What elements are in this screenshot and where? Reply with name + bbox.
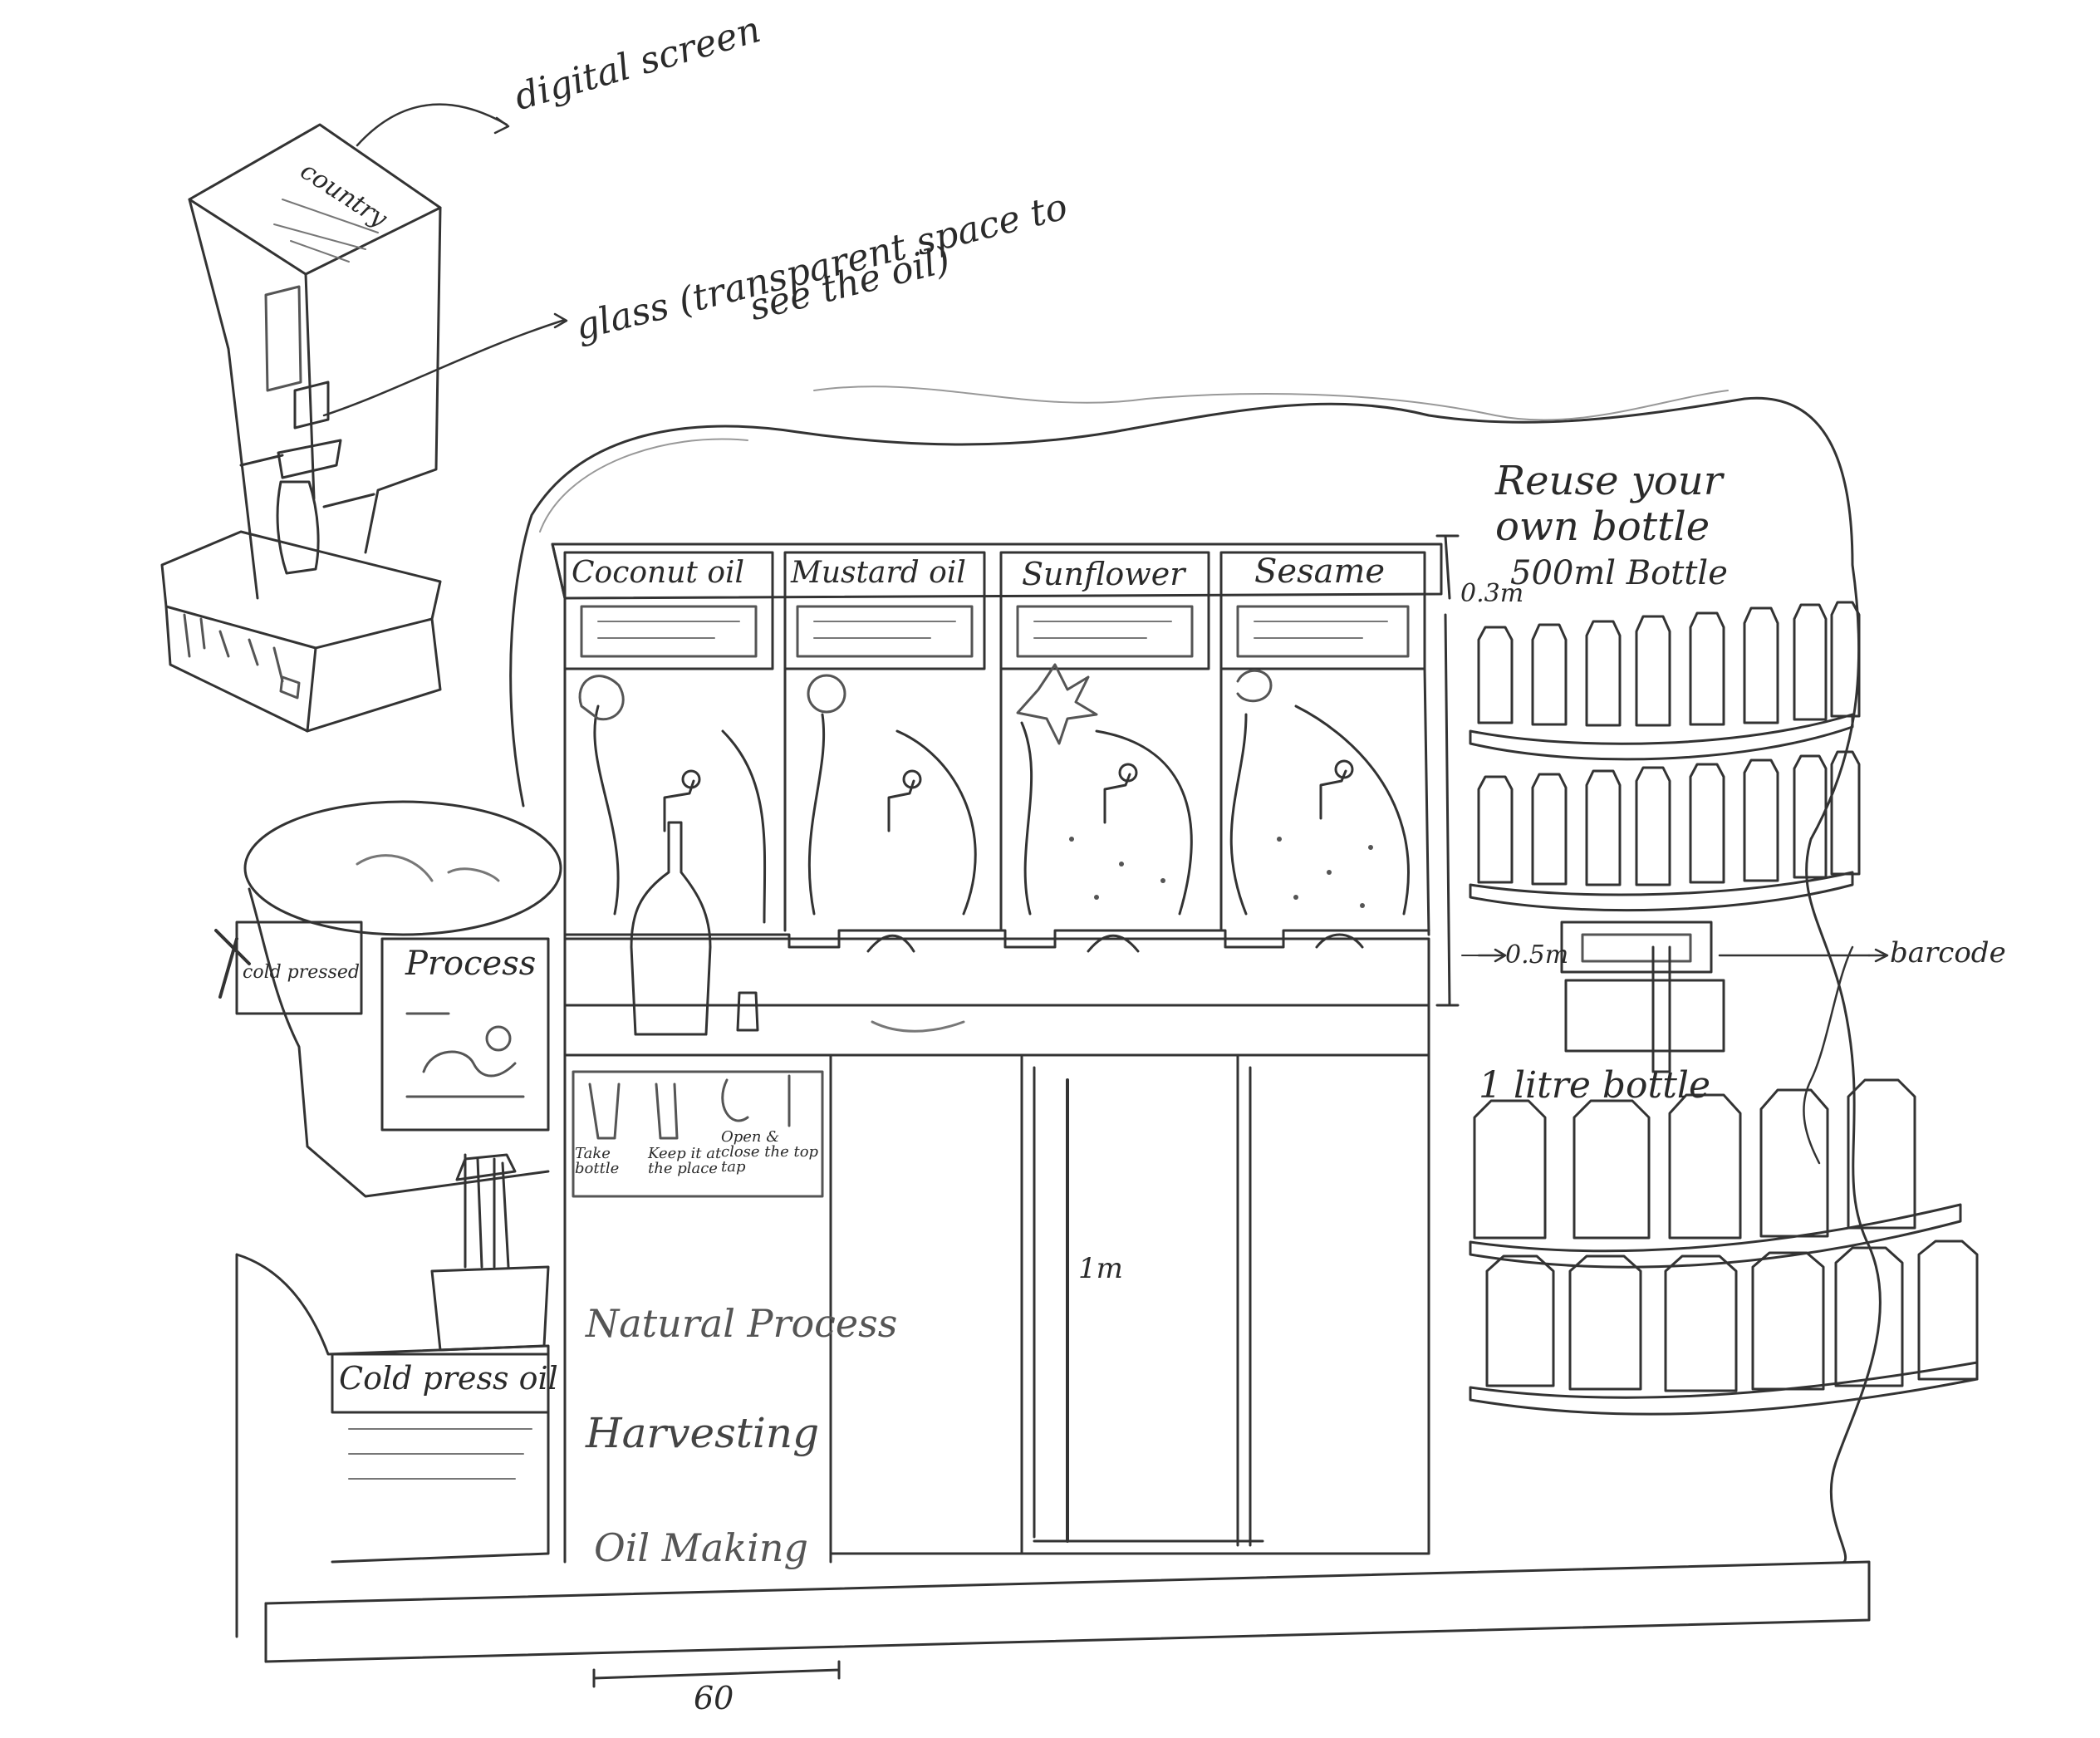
barcode-label: barcode [1890, 939, 2006, 967]
process-board-label: Process [405, 947, 536, 980]
harvesting-label: Harvesting [586, 1412, 819, 1454]
station-label-sesame: Sesame [1254, 555, 1385, 588]
oil-making-label: Oil Making [594, 1529, 808, 1567]
step-3-label: Open & close the top tap [721, 1130, 821, 1175]
main-counter [266, 544, 1869, 1686]
bottle-1l-label: 1 litre bottle [1479, 1068, 1710, 1104]
cold-press-sign-label: Cold press oil [339, 1362, 558, 1394]
dim-counter-band: 0.5m [1505, 943, 1568, 968]
dim-width: 60 [694, 1682, 734, 1714]
step-1-label: Take bottle [575, 1146, 650, 1176]
step-2-label: Keep it at the place [648, 1146, 723, 1176]
station-label-coconut: Coconut oil [572, 558, 744, 588]
left-display [216, 802, 561, 1637]
reuse-line2: own bottle [1495, 507, 1710, 547]
dim-height: 1m [1078, 1254, 1123, 1283]
station-label-mustard: Mustard oil [791, 558, 966, 588]
bottle-500-label: 500ml Bottle [1510, 557, 1728, 590]
right-shelf [1437, 536, 1977, 1414]
callout-arrows-dispenser [324, 105, 567, 415]
dispenser-machine [162, 125, 440, 731]
basket-tag-label: cold pressed [243, 964, 360, 982]
reuse-line1: Reuse your [1495, 461, 1723, 501]
natural-process-label: Natural Process [586, 1304, 897, 1343]
station-label-sunflower: Sunflower [1022, 558, 1185, 590]
